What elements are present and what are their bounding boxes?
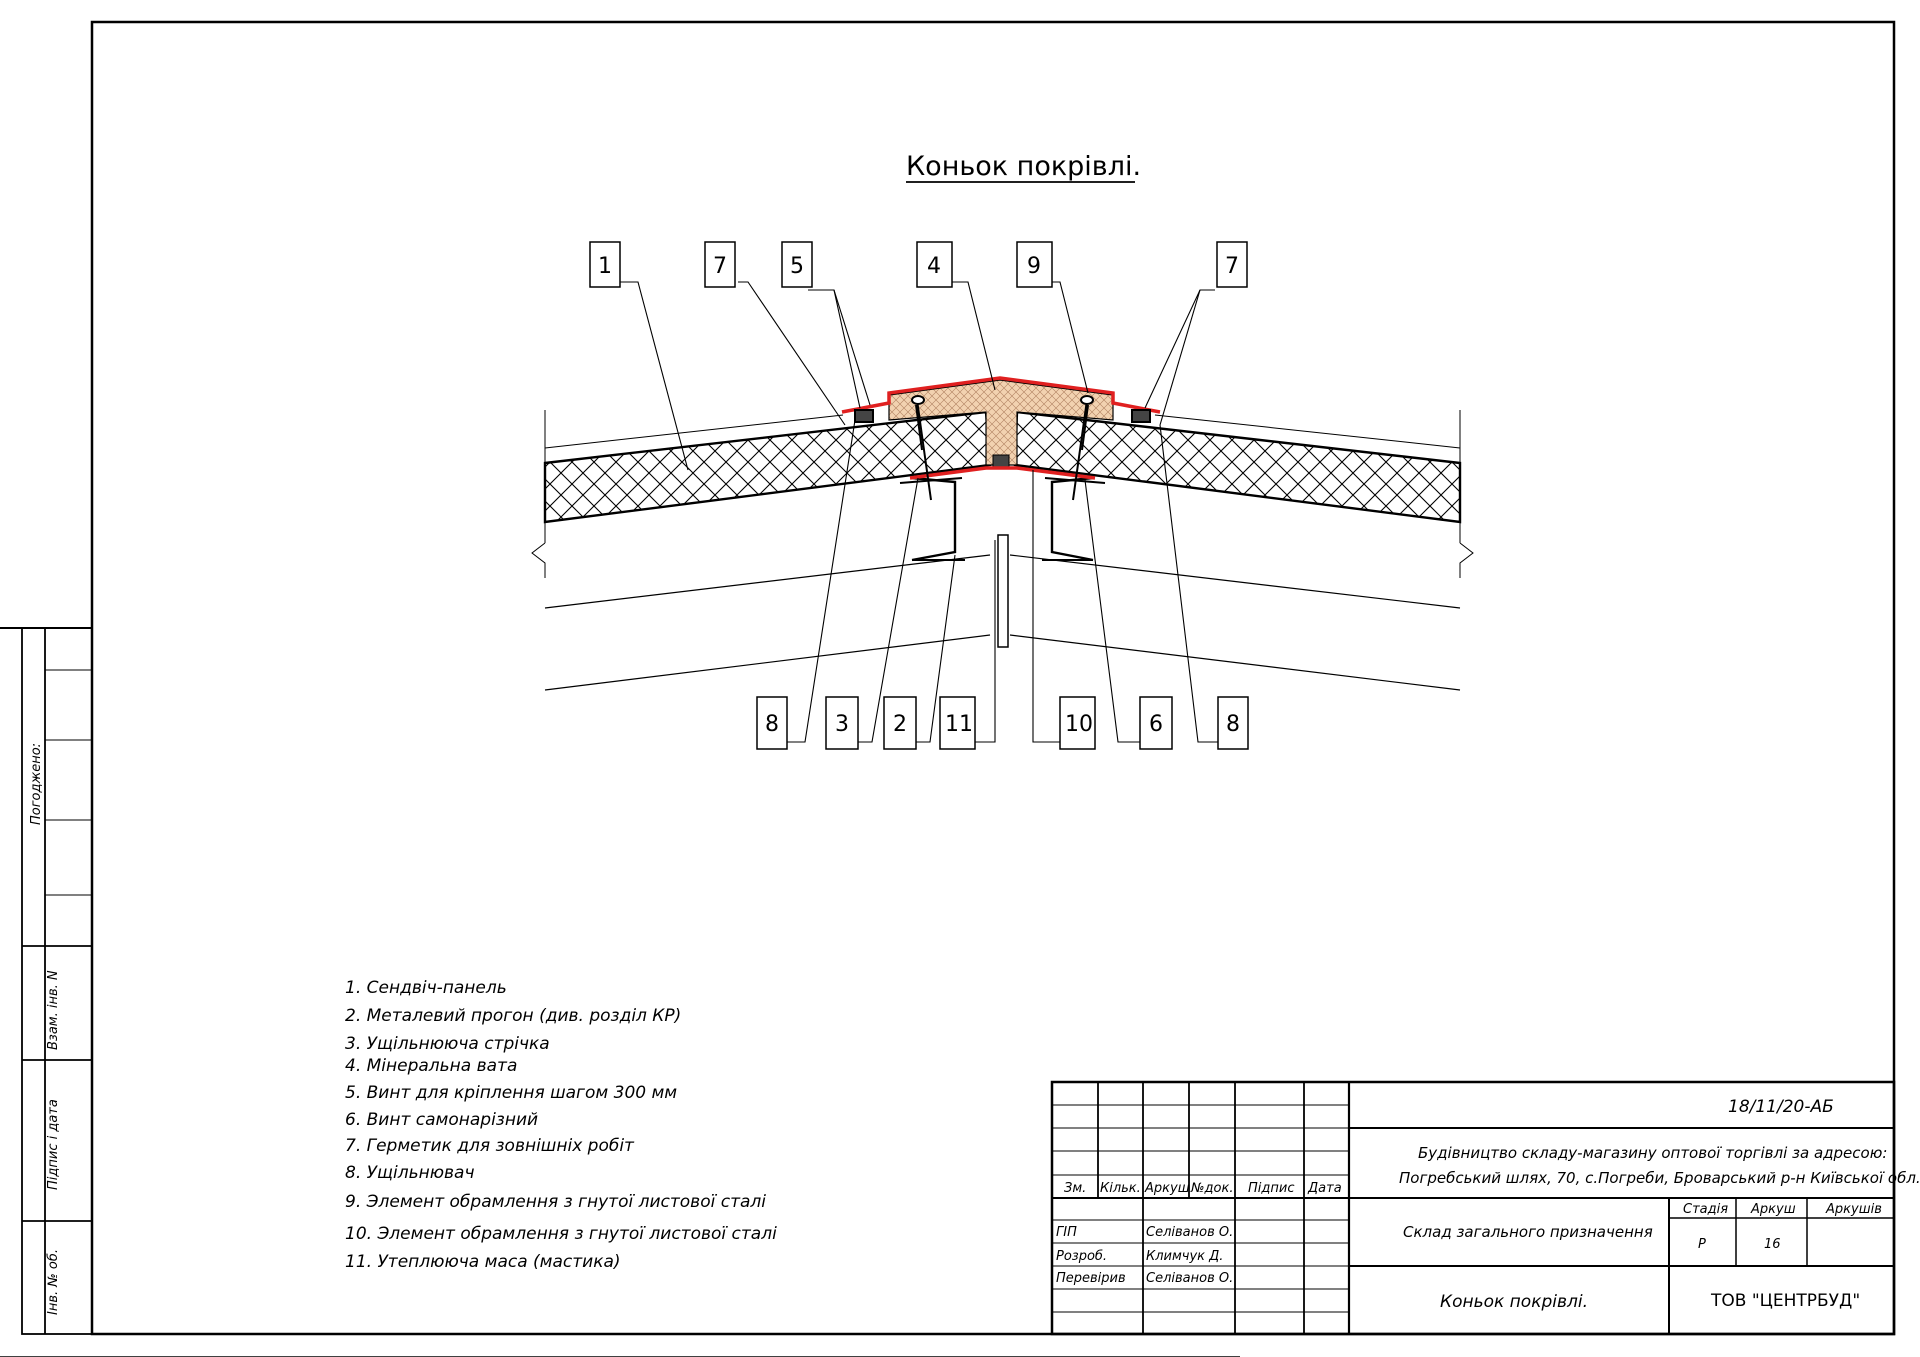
sheet-title: Коньок покрівлі. bbox=[1440, 1292, 1588, 1312]
header-sheets-col: Аркушів bbox=[1825, 1202, 1882, 1217]
callout-label: 10 bbox=[1065, 712, 1093, 737]
object-name: Склад загального призначення bbox=[1403, 1223, 1653, 1241]
callout-label: 8 bbox=[1226, 712, 1240, 737]
sandwich-panel-left bbox=[543, 410, 992, 524]
legend-item: 11. Утеплююча маса (мастика) bbox=[345, 1252, 621, 1272]
role-checker: Перевірив bbox=[1056, 1271, 1126, 1286]
header-qty: Кільк. bbox=[1100, 1181, 1141, 1196]
name-gip: Селіванов О. bbox=[1146, 1225, 1233, 1240]
role-gip: ГІП bbox=[1056, 1225, 1077, 1240]
name-checker: Селіванов О. bbox=[1146, 1271, 1233, 1286]
legend-item: 3. Ущільнююча стрічка bbox=[345, 1034, 550, 1054]
header-sheet-col: Аркуш bbox=[1750, 1202, 1796, 1217]
name-developer: Климчук Д. bbox=[1146, 1249, 1223, 1264]
legend-item: 2. Металевий прогон (див. розділ КР) bbox=[345, 1006, 681, 1026]
side-stamp-inventory-original: Інв. № об. bbox=[46, 1249, 61, 1315]
callout-label: 11 bbox=[945, 712, 973, 737]
legend-item: 6. Винт самонарізний bbox=[345, 1110, 538, 1130]
header-signature: Підпис bbox=[1248, 1181, 1294, 1196]
header-doc-no: №док. bbox=[1190, 1181, 1233, 1196]
legend-item: 5. Винт для кріплення шагом 300 мм bbox=[345, 1083, 677, 1103]
header-stage: Стадія bbox=[1683, 1202, 1728, 1217]
header-change: Зм. bbox=[1064, 1181, 1086, 1196]
callouts-top bbox=[589, 241, 1248, 288]
callout-label: 3 bbox=[835, 712, 849, 737]
callout-label: 1 bbox=[598, 254, 612, 279]
steel-purlin bbox=[544, 476, 1461, 691]
callout-label: 7 bbox=[1225, 254, 1239, 279]
side-stamp bbox=[21, 627, 93, 1335]
side-stamp-agreed: Погоджено: bbox=[29, 743, 44, 825]
ridge-detail bbox=[531, 376, 1474, 691]
legend-item: 7. Герметик для зовнішніх робіт bbox=[345, 1136, 635, 1156]
header-date: Дата bbox=[1307, 1181, 1342, 1196]
callout-label: 4 bbox=[927, 254, 941, 279]
side-stamp-inventory-replace: Взам. інв. N bbox=[46, 970, 61, 1050]
sandwich-panel-right bbox=[1013, 410, 1462, 524]
sheet-value: 16 bbox=[1764, 1237, 1781, 1252]
title-block-content: 18/11/20-АБ Будівництво складу-магазину … bbox=[1399, 1097, 1920, 1312]
callout-label: 7 bbox=[713, 254, 727, 279]
doc-code: 18/11/20-АБ bbox=[1728, 1097, 1834, 1117]
legend-item: 8. Ущільнювач bbox=[345, 1163, 475, 1183]
legend-item: 10. Элемент обрамлення з гнутої листової… bbox=[345, 1224, 777, 1244]
side-stamp-signature-date: Підпис і дата bbox=[46, 1099, 61, 1190]
stage-value: Р bbox=[1698, 1237, 1706, 1252]
callout-label: 6 bbox=[1149, 712, 1163, 737]
fasteners bbox=[854, 395, 1151, 501]
title-block bbox=[1050, 1080, 1896, 1336]
callout-label: 2 bbox=[893, 712, 907, 737]
leader-lines bbox=[620, 281, 1218, 743]
project-line-2: Погребський шлях, 70, с.Погреби, Броварс… bbox=[1399, 1169, 1920, 1187]
project-line-1: Будівництво складу-магазину оптової торг… bbox=[1418, 1144, 1887, 1162]
mineral-wool bbox=[888, 379, 1114, 466]
legend-item: 1. Сендвіч-панель bbox=[345, 978, 507, 998]
header-sheet: Аркуш bbox=[1144, 1181, 1190, 1196]
legend-item: 9. Элемент обрамлення з гнутої листової … bbox=[345, 1192, 766, 1212]
role-developer: Розроб. bbox=[1056, 1249, 1107, 1264]
company-name: ТОВ "ЦЕНТРБУД" bbox=[1710, 1291, 1860, 1311]
callout-label: 5 bbox=[790, 254, 804, 279]
legend: 1. Сендвіч-панель 2. Металевий прогон (д… bbox=[345, 978, 777, 1272]
legend-item: 4. Мінеральна вата bbox=[345, 1056, 517, 1076]
ridge-flashing bbox=[841, 376, 1161, 480]
callout-label: 8 bbox=[765, 712, 779, 737]
callouts-bottom bbox=[756, 696, 1249, 750]
mastic-block bbox=[992, 454, 1010, 468]
drawing-title: Коньок покрівлі. bbox=[906, 151, 1141, 182]
title-block-headers: Зм. Кільк. Аркуш №док. Підпис Дата ГІП С… bbox=[1056, 1181, 1342, 1286]
callout-label: 9 bbox=[1027, 254, 1041, 279]
